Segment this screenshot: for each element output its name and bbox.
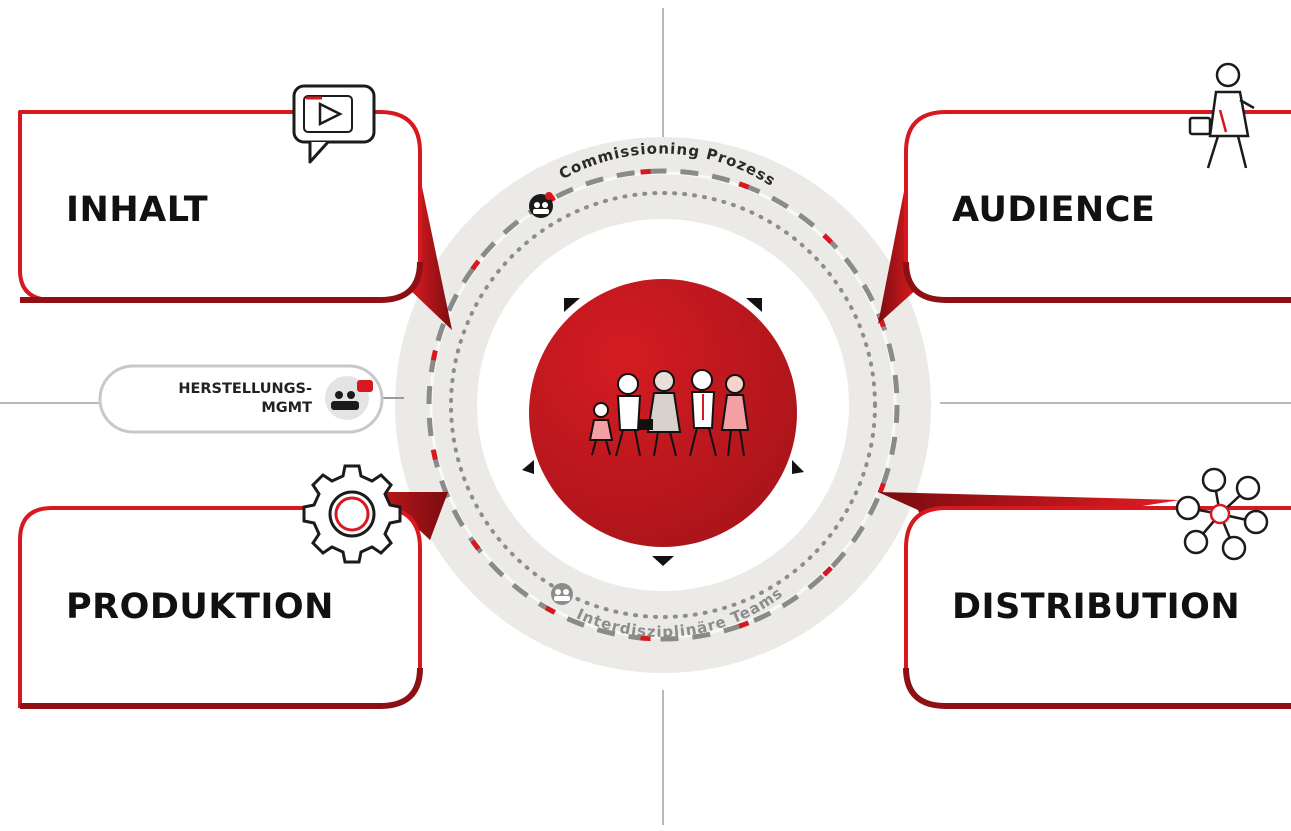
video-play-speech-bubble-icon [292, 84, 376, 164]
audience-card[interactable] [878, 110, 1291, 324]
teams-icon [551, 583, 573, 605]
commissioning-icon [529, 192, 553, 218]
herstellungs-pill-text: HERSTELLUNGS- MGMT [140, 376, 312, 420]
inhalt-card[interactable] [18, 110, 452, 330]
cycle-arrows [522, 298, 804, 566]
audience-title: AUDIENCE [952, 190, 1156, 230]
produktion-title: PRODUKTION [66, 587, 334, 627]
gear-icon [302, 464, 402, 564]
network-nodes-icon [1175, 467, 1269, 561]
distribution-title: DISTRIBUTION [952, 587, 1241, 627]
divider-lines [0, 8, 1291, 825]
distribution-card[interactable] [878, 492, 1291, 709]
produktion-card[interactable] [18, 492, 448, 709]
walking-woman-with-bag-icon [1188, 62, 1255, 169]
walking-people-group-icon [588, 369, 750, 457]
inhalt-title: INHALT [66, 190, 209, 230]
pill-line-1: HERSTELLUNGS- [178, 381, 312, 397]
pill-line-2: MGMT [261, 400, 312, 416]
team-chat-icon [331, 380, 373, 410]
